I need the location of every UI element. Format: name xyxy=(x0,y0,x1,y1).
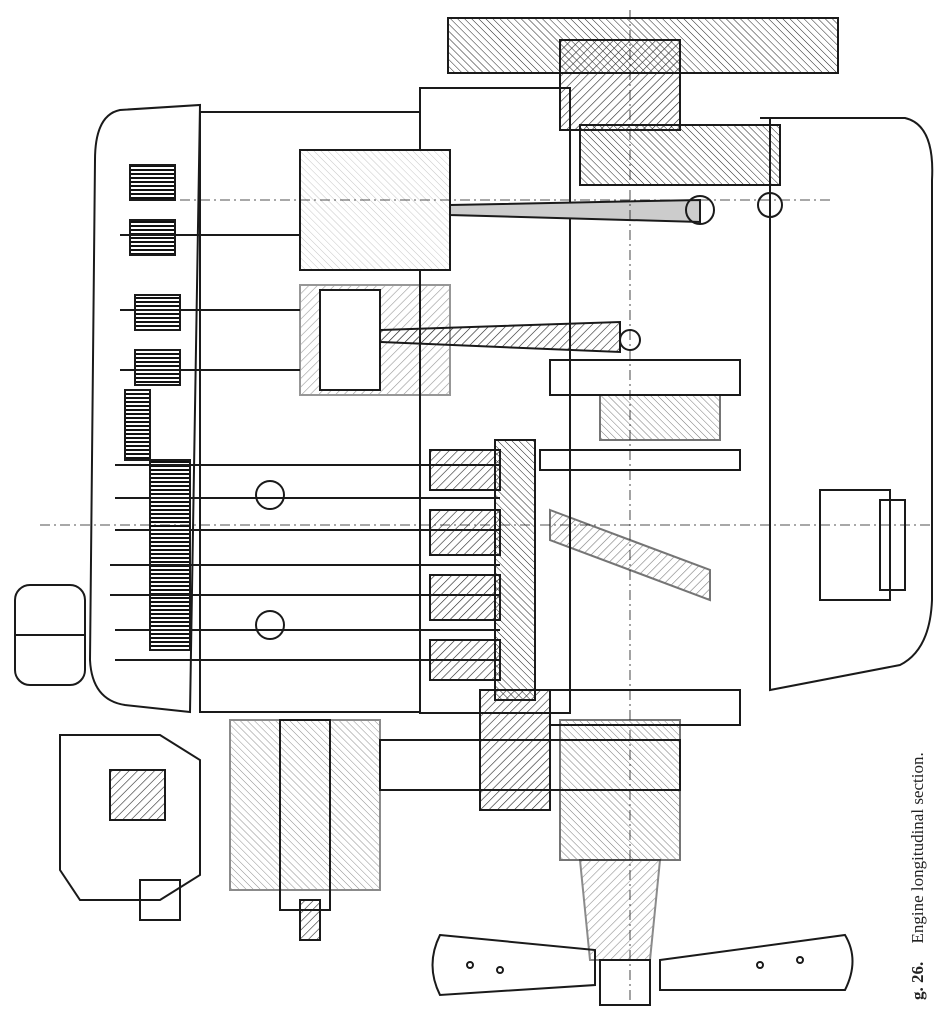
connecting-rod-1 xyxy=(449,198,701,224)
crankcase-outline xyxy=(760,117,934,692)
crankshaft xyxy=(494,439,536,701)
figure-title: Engine longitudinal section. xyxy=(908,752,927,944)
figure-caption: g. 26. Engine longitudinal section. xyxy=(878,700,938,1000)
engine-cover-outline xyxy=(88,103,202,714)
pump-gear-case xyxy=(229,719,381,891)
fan-blade-left xyxy=(431,933,596,997)
valve-gear xyxy=(110,164,500,661)
propeller-hub xyxy=(559,719,681,861)
connecting-rod-2 xyxy=(379,320,621,354)
figure-number: g. 26. xyxy=(908,961,927,1000)
fan-blade-right xyxy=(659,933,854,991)
